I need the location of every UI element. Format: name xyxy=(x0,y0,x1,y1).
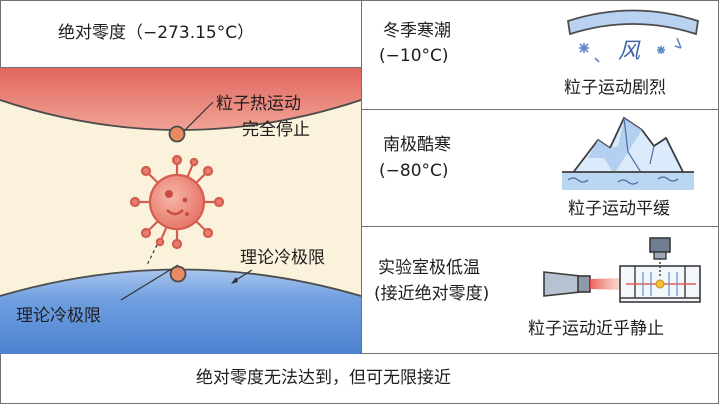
footer-conclusion: 绝对零度无法达到，但可无限接近 xyxy=(196,368,451,388)
limit-label-bottom: 理论冷极限 xyxy=(16,306,101,326)
right-divider-1 xyxy=(361,109,719,110)
particle-label-line2: 完全停止 xyxy=(242,120,310,140)
lab-temp: (接近绝对零度) xyxy=(374,284,490,304)
lab-caption: 粒子运动近乎静止 xyxy=(528,319,664,339)
lab-title: 实验室极低温 xyxy=(378,258,480,278)
cool-band xyxy=(0,269,361,354)
cold-wave-temp: (−10°C) xyxy=(379,46,449,66)
particle-label-line1: 粒子热运动 xyxy=(216,94,301,114)
cold-wave-caption: 粒子运动剧烈 xyxy=(564,78,666,98)
absolute-zero-illustration xyxy=(0,68,361,354)
iceberg-icon xyxy=(562,116,694,190)
left-title-divider xyxy=(0,67,361,68)
svg-text:风: 风 xyxy=(618,39,641,64)
particle-virus-icon xyxy=(129,154,225,250)
top-particle-dot xyxy=(168,125,186,143)
cold-wave-title: 冬季寒潮 xyxy=(383,21,451,41)
antarctic-title: 南极酷寒 xyxy=(383,135,451,155)
right-divider-2 xyxy=(361,226,719,227)
laser-cooling-apparatus-icon xyxy=(543,237,701,303)
wind-snow-icon: 风 xyxy=(566,9,700,64)
antarctic-caption: 粒子运动平缓 xyxy=(568,199,670,219)
left-panel-title: 绝对零度（−273.15°C） xyxy=(58,23,255,43)
column-divider xyxy=(361,0,362,353)
warm-band xyxy=(0,68,361,130)
bottom-particle-dot xyxy=(169,265,187,283)
antarctic-temp: (−80°C) xyxy=(379,161,449,181)
limit-label-inner: 理论冷极限 xyxy=(240,248,325,268)
